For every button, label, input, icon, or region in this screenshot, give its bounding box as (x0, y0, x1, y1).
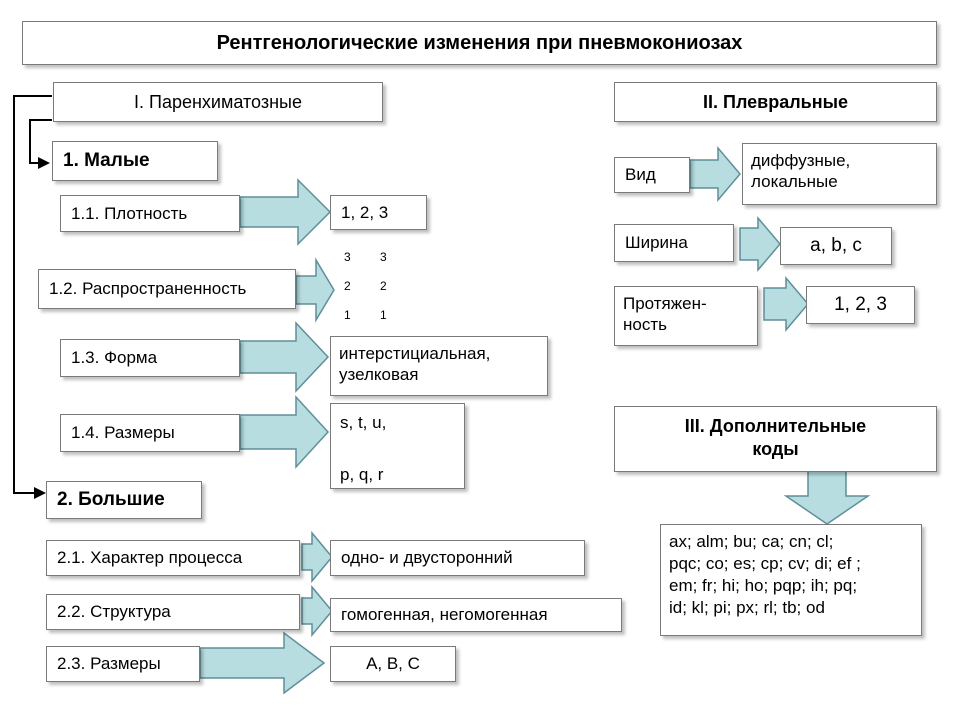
width-label: Ширина (614, 224, 734, 262)
shape-label: 1.3. Форма (60, 339, 240, 377)
type-label: Вид (614, 157, 690, 193)
arrow-type (689, 145, 741, 203)
prevalence-grid-cell: 3 (344, 250, 351, 264)
arrow-sizes (239, 395, 330, 469)
extent-label-line: ность (623, 315, 667, 335)
large-header: 2. Большие (46, 481, 202, 519)
additional-header-line: коды (752, 438, 799, 459)
arrow-process (301, 530, 333, 584)
prevalence-grid-cell: 1 (380, 308, 387, 322)
prevalence-label: 1.2. Распространенность (38, 269, 296, 309)
extent-label-line: Протяжен- (623, 294, 707, 313)
page-title: Рентгенологические изменения при пневмок… (22, 21, 937, 65)
sizes-label: 1.4. Размеры (60, 414, 240, 452)
arrow-density (239, 178, 332, 246)
sizes-value-row: p, q, r (340, 465, 384, 484)
large-sizes-label: 2.3. Размеры (46, 646, 200, 682)
large-sizes-value: A, B, C (330, 646, 456, 682)
arrow-width (739, 215, 781, 273)
extent-value: 1, 2, 3 (806, 286, 915, 324)
shape-value: интерстициальная, узелковая (330, 336, 548, 396)
type-value-line: локальные (751, 172, 838, 192)
extent-label: Протяжен- ность (614, 286, 758, 346)
small-header: 1. Малые (52, 141, 218, 181)
codes-line: ax; alm; bu; ca; cn; cl; (669, 532, 834, 551)
prevalence-grid-cell: 3 (380, 250, 387, 264)
width-value: a, b, c (780, 227, 892, 265)
process-value: одно- и двусторонний (330, 540, 585, 576)
additional-codes: ax; alm; bu; ca; cn; cl; pqc; co; es; cp… (660, 524, 922, 636)
density-label: 1.1. Плотность (60, 195, 240, 232)
arrow-large-sizes (199, 631, 326, 695)
type-value-line: диффузные, (751, 151, 851, 170)
structure-value: гомогенная, негомогенная (330, 598, 622, 632)
structure-label: 2.2. Структура (46, 594, 300, 630)
sizes-value-row: s, t, u, (340, 413, 387, 432)
sizes-value: s, t, u, p, q, r (330, 403, 465, 489)
prevalence-grid-cell: 2 (344, 279, 351, 293)
prevalence-grid-cell: 1 (344, 308, 351, 322)
additional-header-line: III. Дополнительные (684, 416, 867, 436)
bracket-connector-small (29, 119, 52, 164)
parenchymal-header: I. Паренхиматозные (53, 82, 383, 122)
codes-line: pqc; co; es; cp; cv; di; ef ; (669, 554, 861, 574)
arrow-shape (239, 321, 330, 393)
pleural-header: II. Плевральные (614, 82, 937, 122)
density-value: 1, 2, 3 (330, 195, 427, 230)
shape-value-line: узелковая (339, 365, 419, 385)
bracket-connector-large (13, 95, 52, 494)
codes-line: id; kl; pi; px; rl; tb; od (669, 598, 825, 618)
shape-value-line: интерстициальная, (339, 344, 491, 363)
arrow-prevalence (295, 257, 335, 323)
bracket-arrowhead-large (34, 487, 46, 499)
prevalence-grid-cell: 2 (380, 279, 387, 293)
type-value: диффузные, локальные (742, 143, 937, 205)
codes-line: em; fr; hi; ho; pqp; ih; pq; (669, 576, 858, 596)
process-label: 2.1. Характер процесса (46, 540, 300, 576)
additional-header: III. Дополнительные коды (614, 406, 937, 472)
arrow-structure (301, 584, 333, 638)
arrow-extent (763, 275, 809, 333)
bracket-arrowhead-small (38, 157, 50, 169)
arrow-additional-down (783, 469, 871, 525)
